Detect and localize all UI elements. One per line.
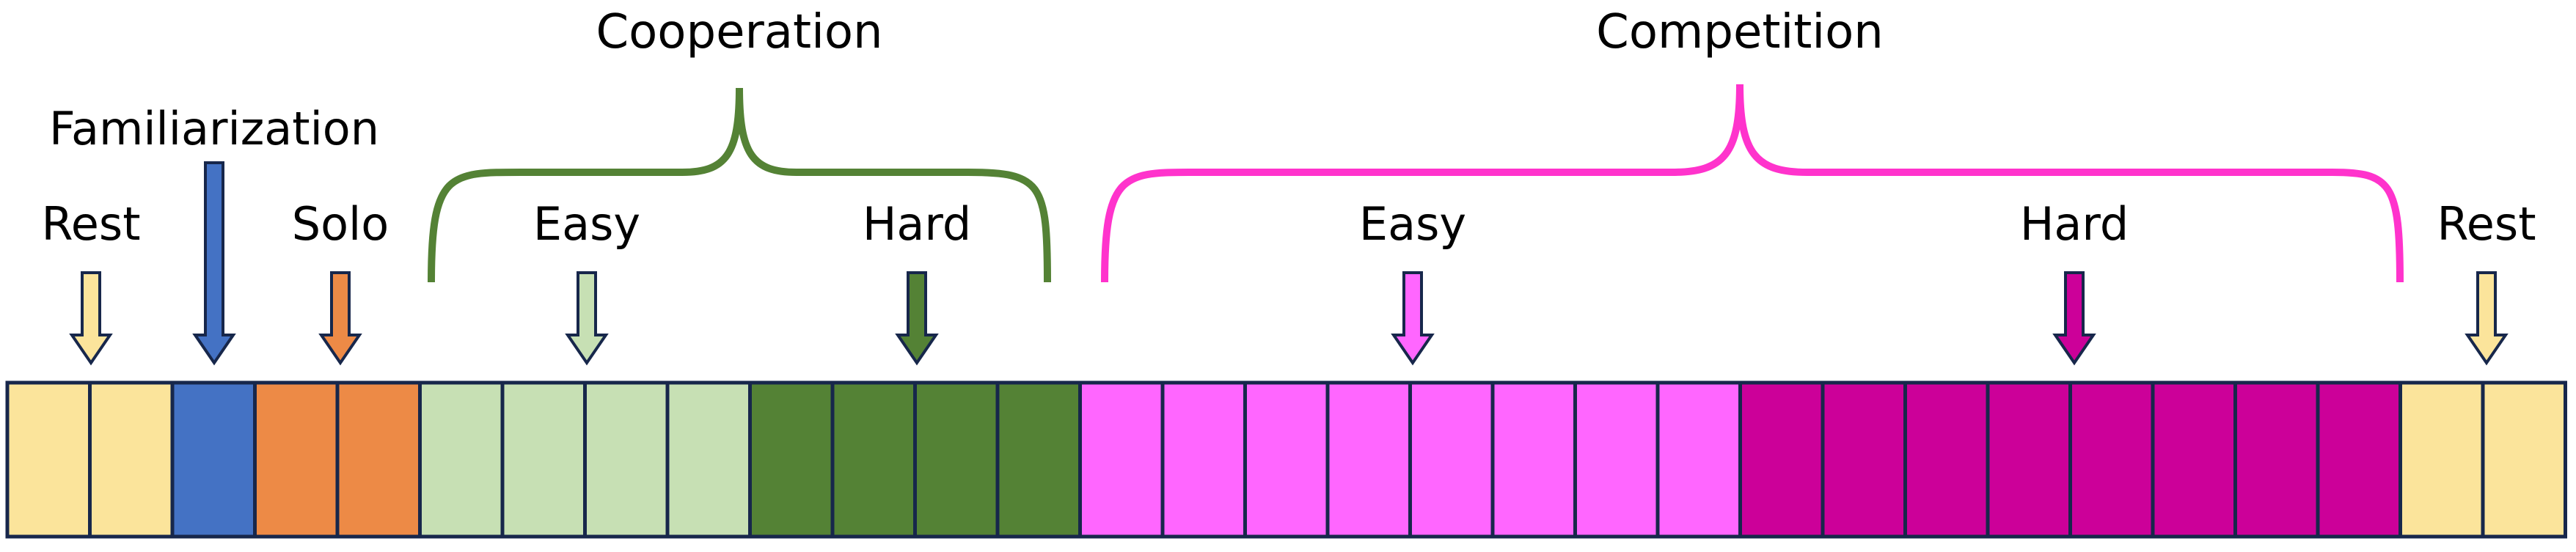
timeline-block-comp-hard <box>1903 380 1990 539</box>
timeline-block-comp-easy <box>1490 380 1577 539</box>
timeline-block-coop-hard <box>748 380 835 539</box>
comp-easy-label: Easy <box>1358 197 1467 251</box>
phase-arrows <box>69 161 2509 366</box>
cooperation-label: Cooperation <box>596 5 883 59</box>
timeline-block-comp-easy <box>1243 380 1330 539</box>
timeline-block-rest <box>2398 380 2485 539</box>
timeline-block-coop-hard <box>913 380 1000 539</box>
timeline-block-comp-easy <box>1078 380 1165 539</box>
rest-start-label: Rest <box>41 197 141 251</box>
timeline-block-rest <box>88 380 175 539</box>
timeline-block-rest <box>5 380 92 539</box>
familiarization-label: Familiarization <box>48 102 380 155</box>
arrow-comp-easy-icon <box>1391 271 1435 366</box>
timeline-block-solo <box>253 380 340 539</box>
timeline-block-familiarization <box>170 380 257 539</box>
competition-label: Competition <box>1596 5 1884 59</box>
timeline-block-comp-hard <box>1986 380 2072 539</box>
arrow-solo-icon <box>318 271 362 366</box>
timeline-block-solo <box>335 380 422 539</box>
timeline-block-coop-easy <box>583 380 670 539</box>
coop-hard-label: Hard <box>862 197 972 251</box>
timeline-block-comp-hard <box>2068 380 2155 539</box>
timeline-block-comp-easy <box>1655 380 1742 539</box>
comp-hard-label: Hard <box>2019 197 2129 251</box>
timeline-block-comp-easy <box>1325 380 1412 539</box>
arrow-coop-easy-icon <box>565 271 609 366</box>
arrow-rest-end-icon <box>2465 271 2509 366</box>
timeline-block-comp-easy <box>1160 380 1247 539</box>
timeline-block-coop-easy <box>665 380 752 539</box>
timeline-block-comp-easy <box>1408 380 1495 539</box>
timeline-block-comp-hard <box>1821 380 1907 539</box>
timeline-blocks <box>5 380 2567 539</box>
timeline-block-comp-easy <box>1573 380 1660 539</box>
timeline-block-comp-hard <box>1738 380 1825 539</box>
timeline-block-coop-hard <box>830 380 917 539</box>
arrow-familiarization-icon <box>192 161 236 366</box>
arrow-coop-hard-icon <box>895 271 939 366</box>
timeline-block-comp-hard <box>2151 380 2237 539</box>
competition-brace <box>1101 84 2404 283</box>
rest-end-label: Rest <box>2437 197 2536 251</box>
timeline-block-comp-hard <box>2316 380 2402 539</box>
timeline-block-coop-easy <box>418 380 505 539</box>
timeline-block-coop-hard <box>995 380 1082 539</box>
cooperation-brace <box>428 87 1051 283</box>
timeline-block-comp-hard <box>2233 380 2320 539</box>
arrow-comp-hard-icon <box>2052 271 2096 366</box>
coop-easy-label: Easy <box>533 197 641 251</box>
arrow-rest-start-icon <box>69 271 113 366</box>
solo-label: Solo <box>291 197 389 251</box>
timeline-block-coop-easy <box>500 380 587 539</box>
timeline-block-rest <box>2481 380 2567 539</box>
